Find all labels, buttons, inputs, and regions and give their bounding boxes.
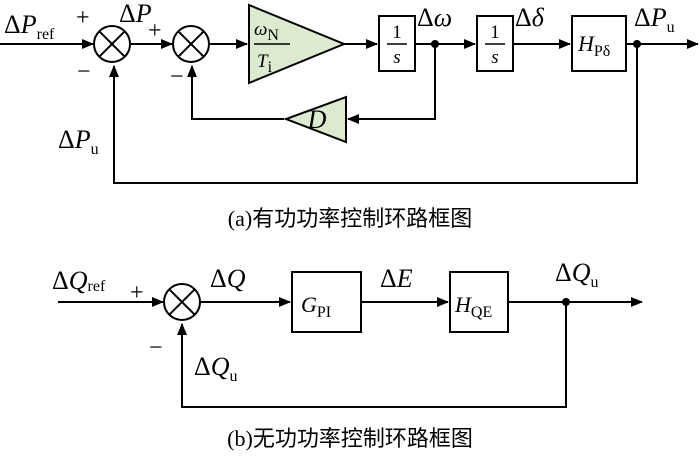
- label-delta-q-u-out: ΔQu: [555, 258, 599, 291]
- gain-block-omega-n-over-ti: ωN Ti: [248, 3, 347, 85]
- summing-junction-2: [172, 25, 210, 63]
- diagram-a: ωN Ti 1 s 1 s HPδ D ΔPref: [0, 0, 699, 231]
- integrator-block-1: 1 s: [378, 15, 416, 72]
- sum-q-plus-sign: +: [130, 280, 144, 306]
- integrator-2-numerator: 1: [490, 22, 500, 43]
- junction-omega: [431, 40, 439, 48]
- damping-label: D: [307, 105, 327, 134]
- label-delta-omega: Δω: [417, 3, 452, 32]
- sum1-minus-sign: −: [77, 59, 91, 85]
- label-delta-p-ref: ΔPref: [4, 10, 55, 43]
- sum1-plus-sign: +: [76, 5, 90, 31]
- wire-q-feedback: [177, 302, 567, 408]
- h-p-delta-label: HPδ: [577, 31, 610, 60]
- label-delta-q: ΔQ: [210, 264, 246, 293]
- g-pi-block: GPI: [291, 271, 362, 333]
- junction-p-u: [633, 40, 641, 48]
- integrator-block-2: 1 s: [476, 15, 514, 72]
- integrator-1-numerator: 1: [392, 22, 402, 43]
- junction-q-u: [562, 298, 570, 306]
- sum-q-minus-sign: −: [149, 335, 163, 361]
- wire-damping-to-sum2: [187, 65, 284, 120]
- caption-b: (b)无功功率控制环路框图: [227, 426, 473, 451]
- gain-numerator: ωN: [254, 19, 279, 44]
- wire-outer-feedback: [109, 44, 638, 184]
- label-delta-p-u-feedback: ΔPu: [58, 125, 99, 158]
- sum2-plus-sign: +: [148, 18, 162, 44]
- h-qe-block: HQE: [449, 271, 509, 333]
- caption-a: (a)有功功率控制环路框图: [228, 206, 472, 231]
- label-delta-p-u-out: ΔPu: [634, 3, 675, 36]
- label-delta-delta: Δδ: [515, 3, 545, 32]
- label-delta-q-ref: ΔQref: [52, 266, 106, 295]
- h-qe-label: HQE: [454, 292, 492, 321]
- integrator-2-denominator: s: [491, 47, 498, 68]
- gain-denominator: Ti: [257, 51, 273, 76]
- summing-junction-q: [163, 283, 201, 321]
- label-delta-e: ΔE: [380, 264, 413, 293]
- damping-block-d: D: [283, 95, 347, 144]
- label-delta-p: ΔP: [119, 0, 152, 28]
- summing-junction-1: [93, 25, 131, 63]
- h-p-delta-block: HPδ: [571, 15, 627, 72]
- wire-omega-to-damping: [347, 44, 436, 124]
- sum2-minus-sign: −: [170, 64, 184, 90]
- diagram-b: GPI HQE ΔQref + − ΔQ ΔE ΔQu ΔQu (b)无功功率控…: [52, 258, 643, 451]
- label-delta-q-u-feedback: ΔQu: [194, 352, 238, 385]
- integrator-1-denominator: s: [393, 47, 400, 68]
- g-pi-label: GPI: [301, 292, 331, 321]
